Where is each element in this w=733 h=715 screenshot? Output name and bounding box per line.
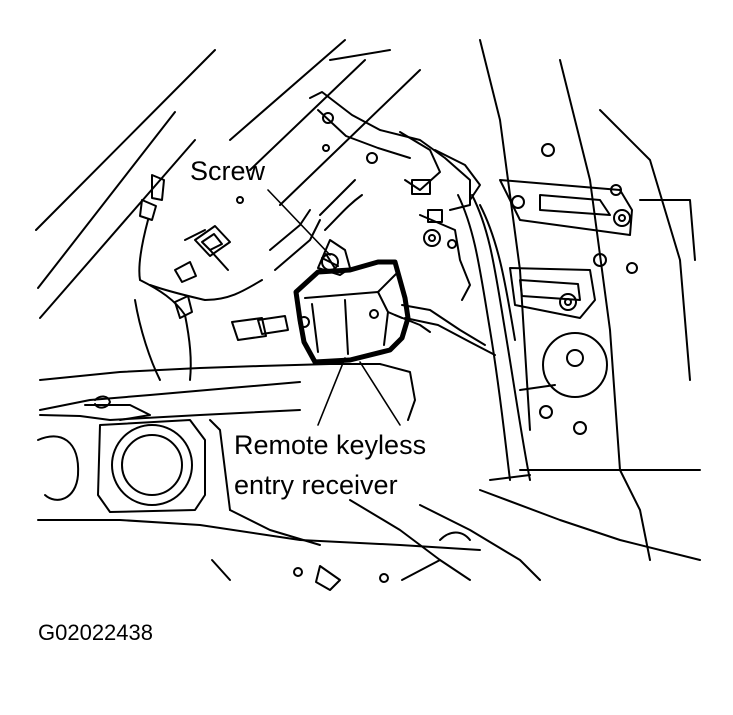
receiver-label-line-1: Remote keyless [234,430,427,460]
component-location-drawing [35,39,701,591]
receiver-leader-line-2 [359,361,401,426]
center-panel-details [184,196,310,341]
screw-label: Screw [190,156,266,186]
receiver-label-line-2: entry receiver [234,470,398,500]
receiver-leader-line-1 [317,357,346,426]
screw-leader-line [267,189,331,256]
figure-id: G02022438 [38,620,153,645]
body-panel-right [479,39,696,471]
leader-lines [267,189,401,426]
receiver-assembly [293,239,496,365]
upper-bracket [309,91,481,301]
wire-harness-right [457,194,531,481]
wire-harness-left [134,174,363,381]
lower-structure [37,363,701,591]
